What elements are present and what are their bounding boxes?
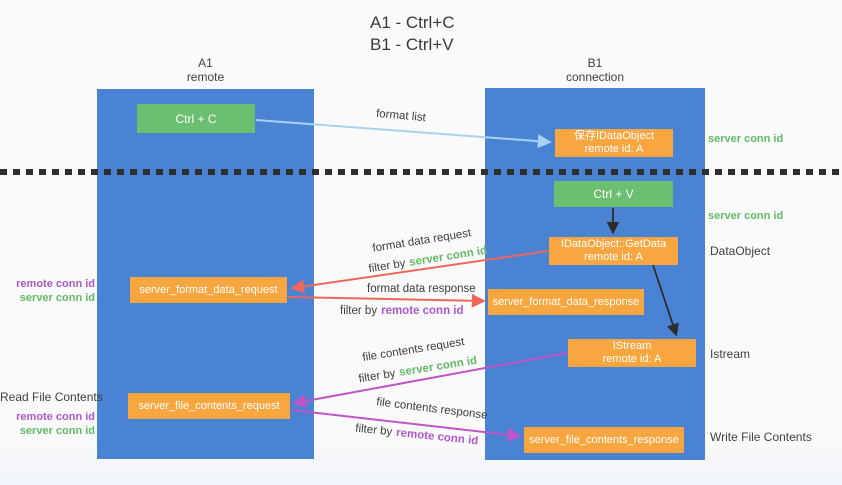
filter-key-remote-conn-id: remote conn id (381, 305, 464, 317)
getdata-line2: remote id: A (584, 251, 643, 263)
server-file-contents-request-label: server_file_contents_request (138, 400, 280, 412)
annotation-file-server-conn-id: server conn id (19, 425, 95, 437)
title-line-ctrl-v: B1 - Ctrl+V (370, 35, 454, 54)
title-line-ctrl-c: A1 - Ctrl+C (370, 13, 455, 32)
lane-header-b1: B1 connection (485, 56, 705, 84)
filter-by-text: filter by (340, 305, 378, 317)
lane-b1-role: connection (565, 70, 625, 84)
server-format-data-response-label: server_format_data_response (492, 296, 640, 308)
node-ctrl-c: Ctrl + C (137, 104, 255, 133)
annotation-format-server-conn-id: server conn id (19, 292, 95, 304)
filter-by-text: filter by (354, 422, 393, 439)
lane-a1-role: remote (186, 70, 225, 84)
istream-line2: remote id: A (602, 353, 662, 365)
annotation-istream: Istream (710, 347, 751, 361)
filter-by-text: filter by (367, 257, 407, 276)
server-format-data-request-label: server_format_data_request (139, 284, 278, 296)
annotation-write-file-contents: Write File Contents (710, 430, 812, 444)
getdata-line1: IDataObject::GetData (560, 238, 667, 250)
save-idataobject-line1: 保存IDataObject (573, 130, 655, 142)
label-format-list: format list (375, 107, 427, 125)
annotation-server-conn-id-top: server conn id (708, 133, 784, 145)
ctrl-v-label: Ctrl + V (593, 187, 634, 201)
node-server-file-contents-response: server_file_contents_response (524, 427, 684, 453)
filter-key-server-conn-id: server conn id (408, 244, 488, 269)
filter-key-remote-conn-id: remote conn id (395, 426, 479, 448)
node-istream: IStream remote id: A (568, 339, 696, 367)
lane-b1-id: B1 (587, 56, 603, 70)
diagram-title: A1 - Ctrl+C B1 - Ctrl+V (370, 12, 455, 56)
filter-by-text: filter by (357, 367, 397, 386)
filter-key-server-conn-id: server conn id (398, 354, 478, 379)
arrow-format-data-response (287, 293, 486, 308)
node-server-format-data-response: server_format_data_response (488, 289, 644, 315)
node-save-idataobject: 保存IDataObject remote id: A (555, 129, 673, 157)
label-file-contents-response: file contents response (375, 396, 489, 422)
annotation-format-remote-conn-id: remote conn id (16, 278, 95, 290)
annotation-read-file-contents: Read File Contents (0, 390, 103, 404)
lane-header-a1: A1 remote (97, 56, 314, 84)
save-idataobject-line2: remote id: A (584, 143, 644, 155)
node-ctrl-v: Ctrl + V (554, 181, 673, 207)
annotation-dataobject: DataObject (710, 244, 771, 258)
ctrl-c-label: Ctrl + C (175, 111, 217, 126)
annotation-file-remote-conn-id: remote conn id (16, 411, 95, 423)
node-idataobject-getdata: IDataObject::GetData remote id: A (549, 237, 678, 265)
lane-a1-id: A1 (198, 56, 213, 70)
session-divider-dashed-line (0, 169, 842, 175)
label-format-data-response: format data response (367, 283, 476, 295)
node-server-format-data-request: server_format_data_request (130, 277, 287, 303)
server-file-contents-response-label: server_file_contents_response (529, 434, 679, 446)
node-server-file-contents-request: server_file_contents_request (128, 393, 290, 419)
annotation-server-conn-id-mid: server conn id (708, 210, 784, 222)
istream-line1: IStream (612, 340, 652, 352)
